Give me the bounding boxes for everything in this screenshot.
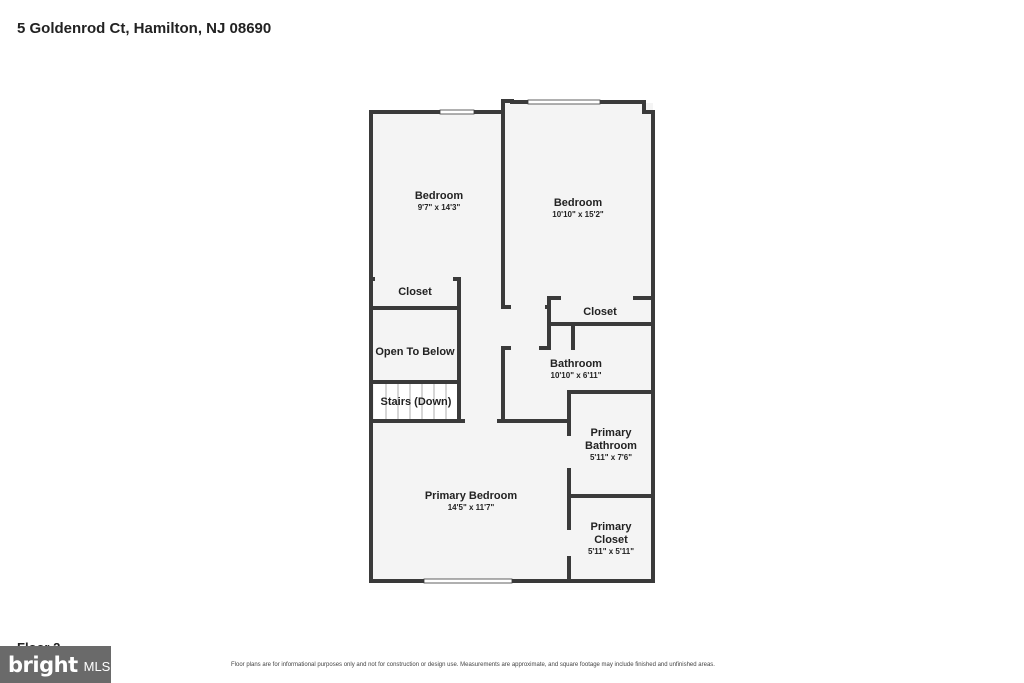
disclaimer-text: Floor plans are for informational purpos… [231, 662, 715, 668]
room-labels: Bedroom 9'7" x 14'3" Bedroom 10'10" x 15… [375, 190, 637, 556]
primary-closet-name-1: Primary [591, 521, 633, 533]
door-gaps [375, 277, 633, 556]
bedroom-left-name: Bedroom [415, 190, 464, 202]
bathroom-name: Bathroom [550, 358, 602, 370]
logo-brand: bright [8, 652, 78, 677]
closet-right-name: Closet [583, 306, 617, 318]
primary-bedroom-name: Primary Bedroom [425, 490, 518, 502]
stairs-name: Stairs (Down) [381, 396, 452, 408]
stairs-treads [374, 383, 458, 420]
windows [423, 99, 601, 584]
bedroom-right-name: Bedroom [554, 197, 603, 209]
primary-bathroom-dim: 5'11" x 7'6" [590, 453, 632, 462]
primary-bedroom-dim: 14'5" x 11'7" [448, 503, 495, 512]
closet-left-name: Closet [398, 286, 432, 298]
open-to-below-name: Open To Below [375, 346, 455, 358]
primary-closet-name-2: Closet [594, 534, 628, 546]
primary-bathroom-name-1: Primary [591, 427, 633, 439]
primary-bathroom-name-2: Bathroom [585, 440, 637, 452]
bedroom-right-dim: 10'10" x 15'2" [552, 210, 604, 219]
bathroom-dim: 10'10" x 6'11" [551, 371, 602, 380]
property-address: 5 Goldenrod Ct, Hamilton, NJ 08690 [17, 20, 272, 37]
primary-closet-dim: 5'11" x 5'11" [588, 547, 634, 556]
bright-mls-logo: bright MLS [0, 646, 111, 683]
floor-fill [372, 103, 653, 581]
logo-suffix: MLS [83, 659, 111, 674]
bedroom-left-dim: 9'7" x 14'3" [418, 203, 461, 212]
